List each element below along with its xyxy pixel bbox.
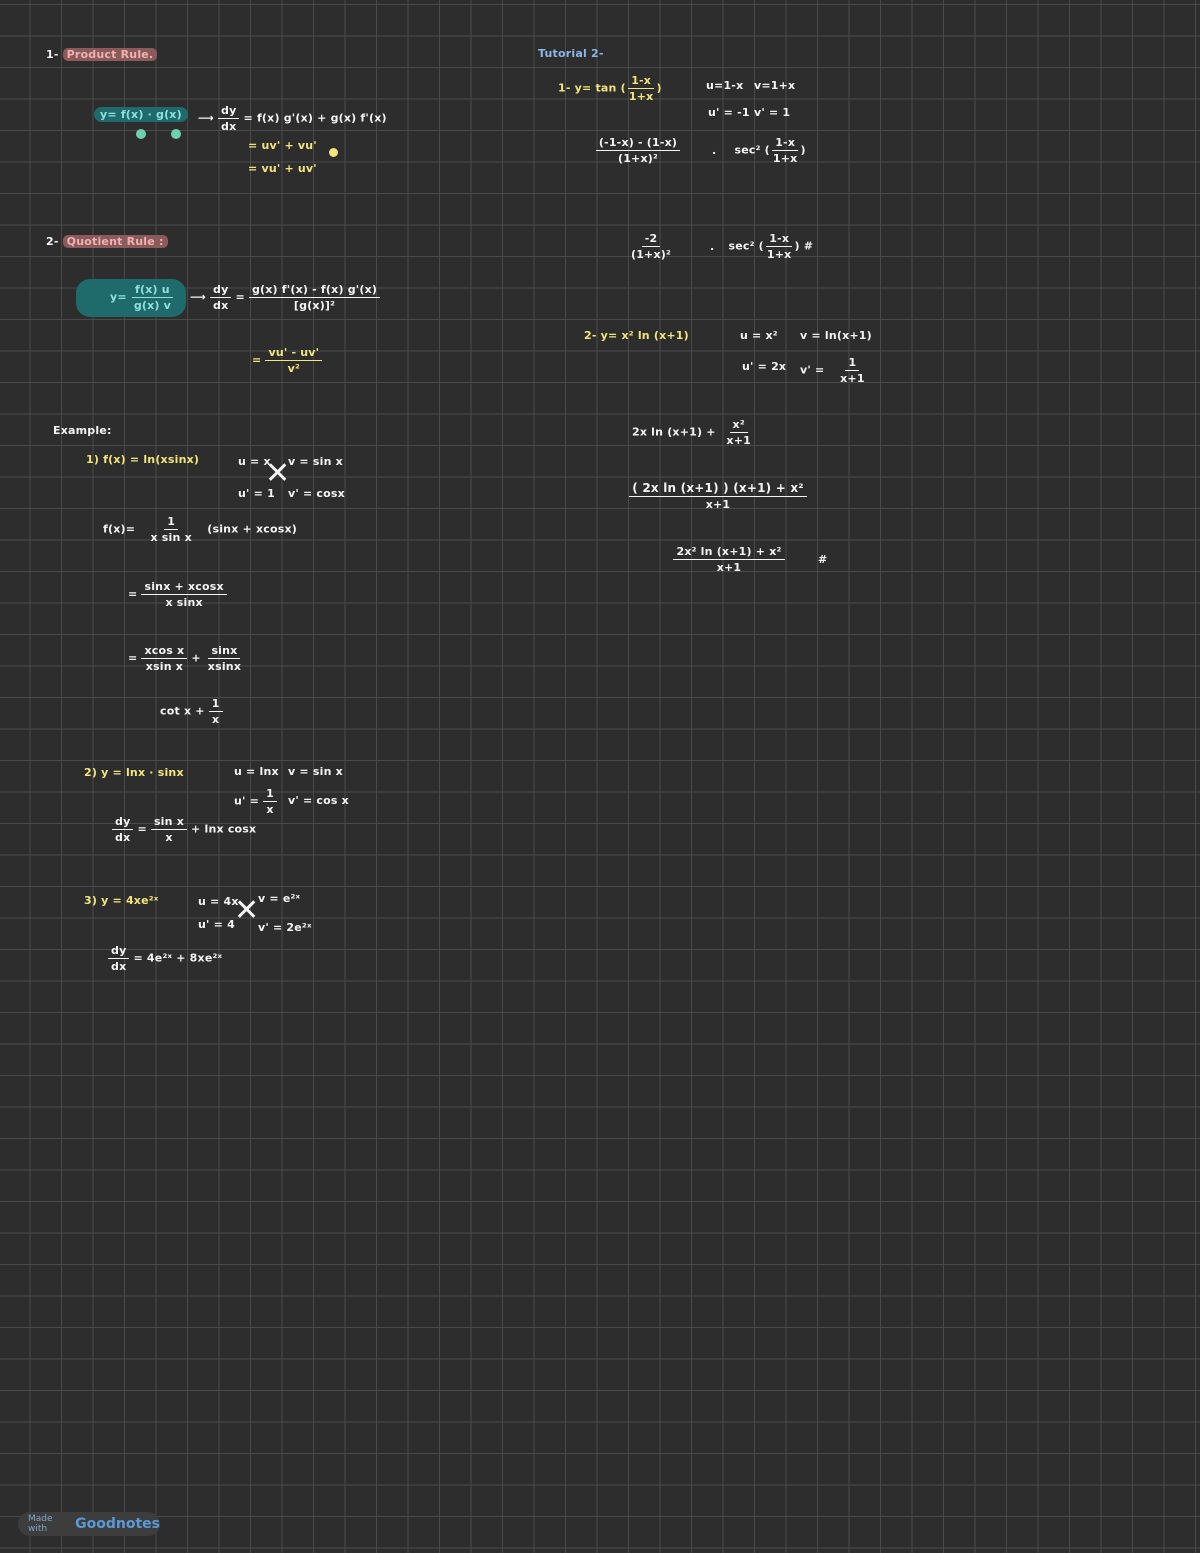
q2-u: u = x² (740, 329, 778, 342)
made-with-label: Made with (28, 1514, 53, 1534)
goodnotes-badge: Made with Goodnotes (18, 1512, 160, 1536)
quotient-rule-heading: 2- Quotient Rule : (46, 235, 168, 248)
cross-icon: ✕ (265, 456, 291, 491)
product-rule-title: Product Rule. (62, 48, 158, 61)
y-equals: y= (110, 290, 127, 304)
q2-statement: 2- y= x² ln (x+1) (584, 329, 689, 342)
example2-v: v = sin x (288, 765, 343, 778)
example2-vprime: v' = cos x (288, 794, 349, 807)
example3-v: v = e²ˣ (258, 892, 301, 905)
example3-u: u = 4x (198, 895, 239, 908)
q2-v: v = ln(x+1) (800, 329, 872, 342)
product-rule-rhs: = f(x) g'(x) + g(x) f'(x) (243, 111, 387, 125)
section-number: 1- (46, 48, 59, 61)
examples-heading: Example: (53, 424, 112, 437)
q1-vprime: v' = 1 (754, 106, 791, 119)
example1-v: v = sin x (288, 455, 343, 468)
arrow: ⟶ (198, 111, 214, 125)
example3-vprime: v' = 2e²ˣ (258, 921, 312, 934)
cross-icon: ✕ (234, 893, 260, 928)
example1-u: u = x (238, 455, 271, 468)
example3-uprime: u' = 4 (198, 918, 235, 931)
tutorial-heading: Tutorial 2- (538, 47, 604, 60)
equals: = (235, 290, 245, 304)
q1-v: v=1+x (754, 79, 796, 92)
product-rule-heading: 1- Product Rule. (46, 48, 158, 61)
quotient-formula-highlight (76, 279, 186, 317)
arrow: ⟶ (190, 290, 206, 304)
product-rule-formula: y= f(x) · g(x) (94, 107, 188, 122)
example1-uprime: u' = 1 (238, 487, 275, 500)
product-rule-line2: = uv' + vu' (248, 139, 317, 152)
example3-label: 3) y = 4xe²ˣ (84, 894, 159, 907)
q1-step2-fraction: -2(1+x)² (630, 232, 672, 261)
uv-fraction: vu' - uv'v² (265, 346, 323, 375)
v-marker (171, 129, 181, 139)
example2-label: 2) y = lnx · sinx (84, 766, 184, 779)
example1-vprime: v' = cosx (288, 487, 345, 500)
goodnotes-logo: Goodnotes (75, 1516, 160, 1532)
highlight-dot (329, 148, 338, 157)
quotient-rule-title: Quotient Rule : (62, 235, 168, 248)
q1-u: u=1-x (706, 79, 744, 92)
u-marker (136, 129, 146, 139)
quotient-uv-form: = vu' - uv'v² (252, 346, 323, 375)
product-rule-line3: = vu' + uv' (248, 162, 317, 175)
quotient-rhs-fraction: g(x) f'(x) - f(x) g'(x)[g(x)]² (248, 283, 381, 312)
q1-uprime: u' = -1 (708, 106, 750, 119)
q1-step1-fraction: (-1-x) - (1-x)(1+x)² (582, 136, 694, 165)
example2-u: u = lnx (234, 765, 279, 778)
section-number: 2- (46, 235, 59, 248)
example1-label: 1) f(x) = ln(xsinx) (86, 453, 200, 466)
q2-uprime: u' = 2x (742, 360, 787, 373)
